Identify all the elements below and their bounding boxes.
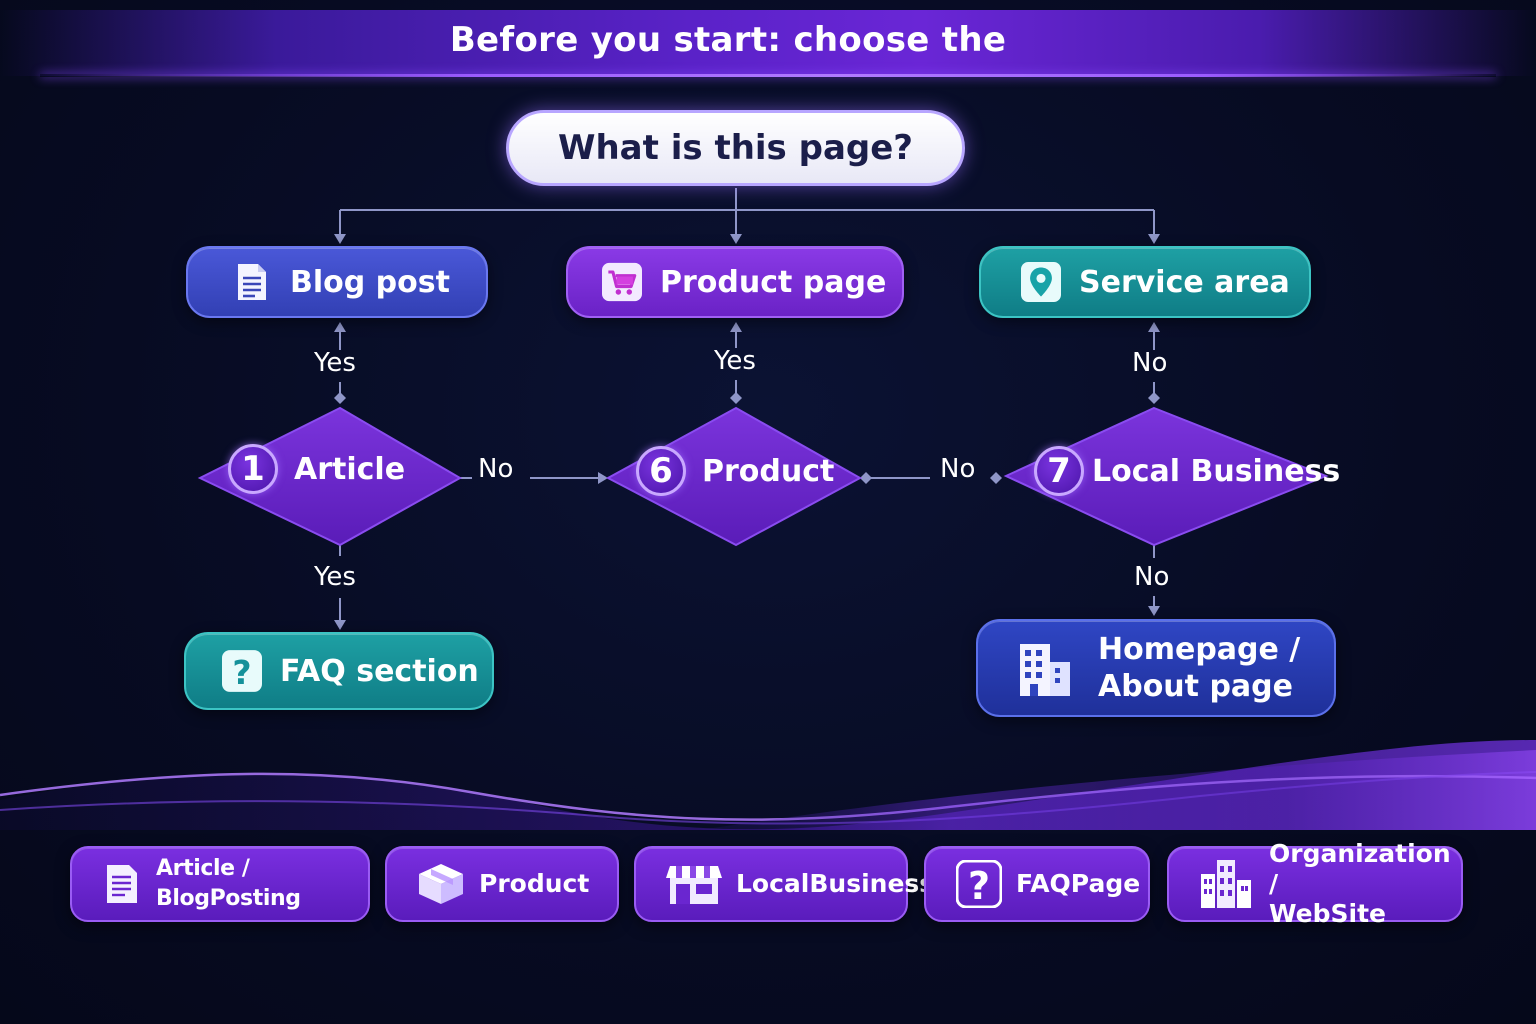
decision-article: 1 Article — [228, 444, 405, 494]
outcome-product-page: Product page — [566, 246, 904, 318]
header-underline — [40, 74, 1496, 77]
legend-localbusiness-label: LocalBusiness — [736, 869, 935, 898]
legend-organization-website: Organization / WebSite — [1167, 839, 1463, 928]
edge-label-local-no-up: No — [1132, 348, 1168, 378]
storefront-icon — [666, 862, 722, 906]
outcome-faq-section-label: FAQ section — [280, 653, 479, 689]
header-band — [0, 10, 1536, 76]
outcome-homepage-about: Homepage / About page — [976, 619, 1336, 717]
edge-label-local-no-left: No — [940, 454, 976, 484]
buildings-icon — [1199, 858, 1255, 910]
legend-organization-label-line1: Organization / — [1269, 839, 1451, 898]
decision-article-number: 1 — [228, 444, 278, 494]
legend-faqpage: ? FAQPage — [924, 846, 1150, 922]
edge-label-article-yes-down: Yes — [314, 562, 356, 592]
decision-product: 6 Product — [636, 446, 834, 496]
document-icon — [102, 862, 142, 906]
question-icon: ? — [222, 650, 262, 692]
edge-label-article-no-right: No — [478, 454, 514, 484]
box-icon — [417, 862, 465, 906]
decision-article-label: Article — [294, 451, 406, 487]
decision-local-business-label: Local Business — [1092, 453, 1341, 489]
decision-product-number: 6 — [636, 446, 686, 496]
decision-local-business: 7 Local Business — [1034, 446, 1340, 496]
shopping-cart-icon — [602, 262, 642, 302]
root-question: What is this page? — [506, 110, 965, 186]
outcome-service-area-label: Service area — [1079, 264, 1290, 300]
outcome-service-area: Service area — [979, 246, 1311, 318]
legend-faqpage-label: FAQPage — [1016, 869, 1141, 898]
building-icon — [1016, 638, 1074, 698]
legend-article-blogposting: Article / BlogPosting — [70, 846, 370, 922]
header-title: Before you start: choose the — [449, 20, 1007, 60]
decision-local-business-number: 7 — [1034, 446, 1084, 496]
edge-label-product-yes-up: Yes — [714, 346, 756, 376]
outcome-faq-section: ? FAQ section — [184, 632, 494, 710]
outcome-blog-post: Blog post — [186, 246, 488, 318]
edge-label-article-yes-up: Yes — [314, 348, 356, 378]
decision-product-label: Product — [702, 453, 835, 489]
outcome-product-page-label: Product page — [660, 264, 887, 300]
location-pin-icon — [1021, 262, 1061, 302]
question-icon: ? — [956, 860, 1002, 908]
outcome-blog-post-label: Blog post — [290, 264, 450, 300]
svg-text:?: ? — [968, 864, 990, 908]
svg-text:?: ? — [232, 653, 251, 692]
legend-article-label: Article / BlogPosting — [156, 856, 301, 911]
outcome-homepage-label-line2: About page — [1098, 669, 1293, 704]
legend-localbusiness: LocalBusiness — [634, 846, 934, 922]
outcome-homepage-label-line1: Homepage / — [1098, 632, 1301, 667]
background-waves — [0, 740, 1536, 830]
legend-product-label: Product — [479, 869, 590, 898]
legend-organization-label-line2: WebSite — [1269, 899, 1387, 928]
edge-label-local-no-down: No — [1134, 562, 1170, 592]
document-icon — [232, 262, 272, 302]
legend-product: Product — [385, 846, 619, 922]
